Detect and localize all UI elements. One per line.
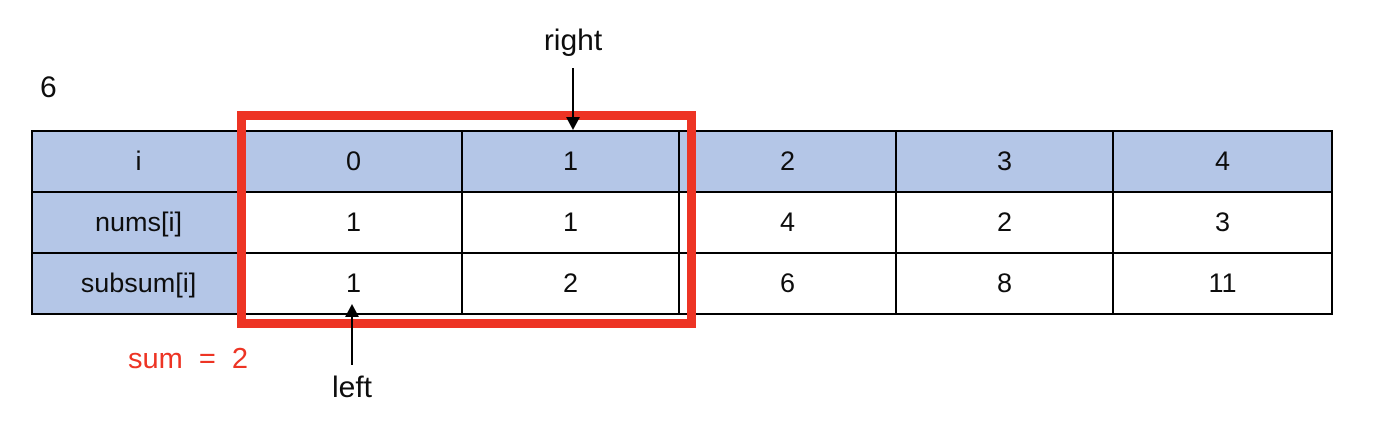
- index-cell-0: 0: [244, 130, 463, 193]
- subsum-cell-0: 1: [244, 252, 463, 315]
- subsum-row: subsum[i] 1 2 6 8 11: [31, 252, 1333, 315]
- subsum-cell-1: 2: [461, 252, 680, 315]
- row-header-subsum: subsum[i]: [31, 252, 246, 315]
- nums-cell-4: 3: [1112, 191, 1333, 254]
- index-cell-3: 3: [895, 130, 1114, 193]
- index-cell-2: 2: [678, 130, 897, 193]
- nums-cell-2: 4: [678, 191, 897, 254]
- subsum-cell-4: 11: [1112, 252, 1333, 315]
- index-cell-4: 4: [1112, 130, 1333, 193]
- nums-cell-0: 1: [244, 191, 463, 254]
- row-header-i: i: [31, 130, 246, 193]
- left-pointer-arrow-line: [351, 316, 353, 365]
- index-row: i 0 1 2 3 4: [31, 130, 1333, 193]
- left-pointer-arrow-up-icon: [345, 304, 359, 317]
- left-pointer-label: left: [331, 371, 373, 404]
- window-size-label: 6: [40, 71, 57, 104]
- right-pointer-arrow-down-icon: [566, 117, 580, 130]
- index-cell-1: 1: [461, 130, 680, 193]
- row-header-nums: nums[i]: [31, 191, 246, 254]
- prefix-sum-table: i 0 1 2 3 4 nums[i] 1 1 4 2 3 subsum[i] …: [31, 130, 1333, 315]
- right-pointer-arrow-line: [572, 68, 574, 120]
- nums-cell-1: 1: [461, 191, 680, 254]
- subsum-cell-2: 6: [678, 252, 897, 315]
- nums-row: nums[i] 1 1 4 2 3: [31, 191, 1333, 254]
- sum-value-label: sum = 2: [128, 343, 248, 375]
- nums-cell-3: 2: [895, 191, 1114, 254]
- window-highlight-box: [237, 111, 696, 328]
- right-pointer-label: right: [543, 24, 603, 57]
- subsum-cell-3: 8: [895, 252, 1114, 315]
